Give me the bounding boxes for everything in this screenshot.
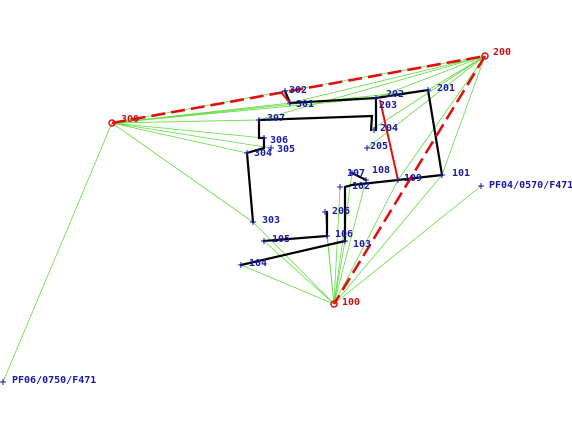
point-markers	[0, 87, 484, 385]
reference-point-label-1: PF04/0570/F471	[489, 180, 572, 191]
point-109-label: 109	[404, 173, 422, 184]
station-300-label: 300	[121, 114, 139, 125]
point-305-label: 305	[277, 144, 295, 155]
point-108-label: 108	[372, 165, 390, 176]
point-205-label: 205	[370, 141, 388, 152]
point-107-label: 107	[347, 168, 365, 179]
point-labels: 200 300 100 201 202 203 204 205 101 109 …	[12, 47, 572, 386]
point-306-label: 306	[270, 135, 288, 146]
point-206-label: 206	[332, 206, 350, 217]
station-200-label: 200	[493, 47, 511, 58]
point-201-label: 201	[437, 83, 455, 94]
station-100-marker[interactable]	[330, 300, 338, 308]
observation-lines	[2, 55, 486, 383]
point-204-label: 204	[380, 123, 398, 134]
point-304-label: 304	[254, 148, 272, 159]
point-202-label: 202	[386, 89, 404, 100]
point-303-label: 303	[262, 215, 280, 226]
point-102-label: 102	[352, 181, 370, 192]
point-104-label: 104	[249, 258, 267, 269]
stations	[108, 52, 489, 308]
station-100-label: 100	[342, 297, 360, 308]
station-300-marker[interactable]	[108, 119, 116, 127]
point-307-label: 307	[267, 113, 285, 124]
point-105-label: 105	[272, 234, 290, 245]
point-301-label: 301	[296, 99, 314, 110]
point-103-label: 103	[353, 239, 371, 250]
station-200-marker[interactable]	[481, 52, 489, 60]
point-106-label: 106	[335, 229, 353, 240]
point-203-label: 203	[379, 100, 397, 111]
reference-point-label-2: PF06/0750/F471	[12, 375, 96, 386]
traverse-lines	[111, 54, 487, 305]
point-302-label: 302	[289, 85, 307, 96]
point-101-label: 101	[452, 168, 470, 179]
